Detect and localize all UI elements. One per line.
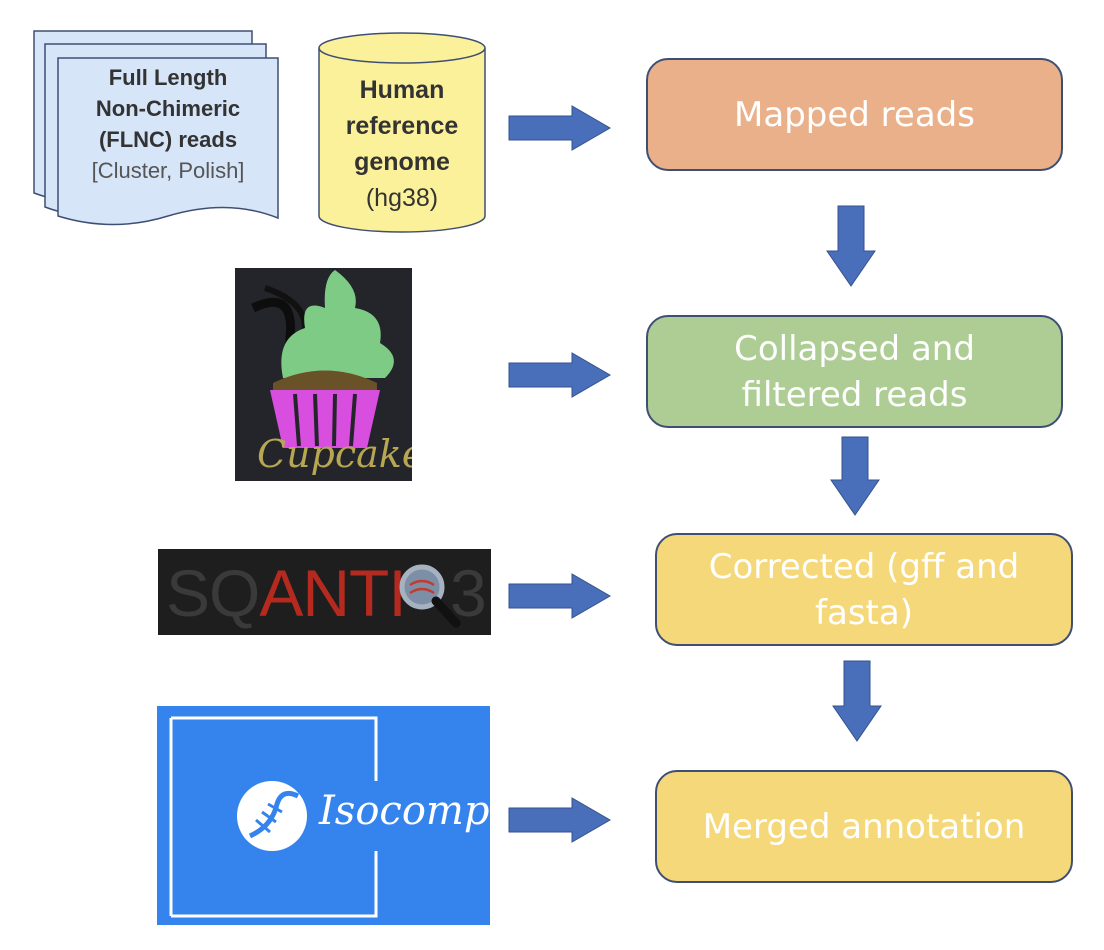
arrow-down-1 (826, 205, 876, 287)
stage-mapped-reads: Mapped reads (646, 58, 1063, 171)
magnifier-icon (399, 564, 461, 628)
arrow-right-3 (508, 573, 612, 619)
sqanti-wordmark: SQANTI (166, 556, 407, 630)
genome-cylinder (316, 30, 488, 235)
stage-corrected: Corrected (gff and fasta) (655, 533, 1073, 646)
sqanti-prefix: SQ (166, 556, 260, 630)
flnc-reads-document (28, 28, 288, 228)
flnc-line3: (FLNC) reads (98, 127, 238, 152)
stage-merged-label: Merged annotation (702, 806, 1026, 847)
arrow-down-icon (832, 660, 882, 742)
sqanti-suffix: 3 (450, 556, 487, 630)
arrow-right-2 (508, 352, 612, 398)
cupcake-wordmark: Cupcake (257, 432, 412, 476)
genome-line2: reference (345, 112, 459, 140)
stage-merged-annotation: Merged annotation (655, 770, 1073, 883)
cupcake-icon (251, 270, 394, 448)
stage-mapped-reads-label: Mapped reads (734, 94, 975, 135)
arrow-down-3 (832, 660, 882, 742)
stage-collapsed-line2: filtered reads (741, 374, 968, 415)
arrow-right-1 (508, 105, 612, 151)
stage-collapsed-line1: Collapsed and (734, 328, 975, 369)
flnc-line1: Full Length (108, 65, 228, 90)
sqanti3-logo: SQANTI 3 (158, 549, 491, 635)
arrow-down-2 (830, 436, 880, 516)
dna-globe-icon (237, 781, 307, 851)
stage-corrected-line2: fasta) (815, 592, 913, 633)
arrow-down-icon (826, 205, 876, 287)
stage-collapsed-filtered: Collapsed and filtered reads (646, 315, 1063, 428)
flnc-line4: [Cluster, Polish] (91, 158, 245, 183)
isocomp-wordmark: Isocomp (319, 788, 490, 834)
flnc-label: Full Length Non-Chimeric (FLNC) reads [C… (58, 62, 278, 186)
stage-corrected-line1: Corrected (gff and (708, 546, 1020, 587)
database-cylinder-icon (318, 32, 486, 233)
isocomp-frame-icon (169, 716, 378, 918)
isocomp-logo: Isocomp (157, 706, 490, 925)
sqanti-main: ANTI (259, 556, 406, 630)
genome-line1: Human (359, 76, 445, 104)
arrow-right-icon (508, 105, 611, 151)
document-stack-icon (33, 30, 279, 226)
arrow-right-icon (508, 573, 611, 619)
arrow-right-4 (508, 797, 612, 843)
genome-line3: genome (354, 148, 450, 176)
arrow-down-icon (830, 436, 880, 516)
arrow-right-icon (508, 797, 611, 843)
cupcake-logo: Cupcake (235, 268, 412, 481)
genome-label: Human reference genome (hg38) (316, 72, 488, 216)
arrow-right-icon (508, 352, 611, 398)
genome-line4: (hg38) (365, 184, 439, 212)
flnc-line2: Non-Chimeric (95, 96, 241, 121)
